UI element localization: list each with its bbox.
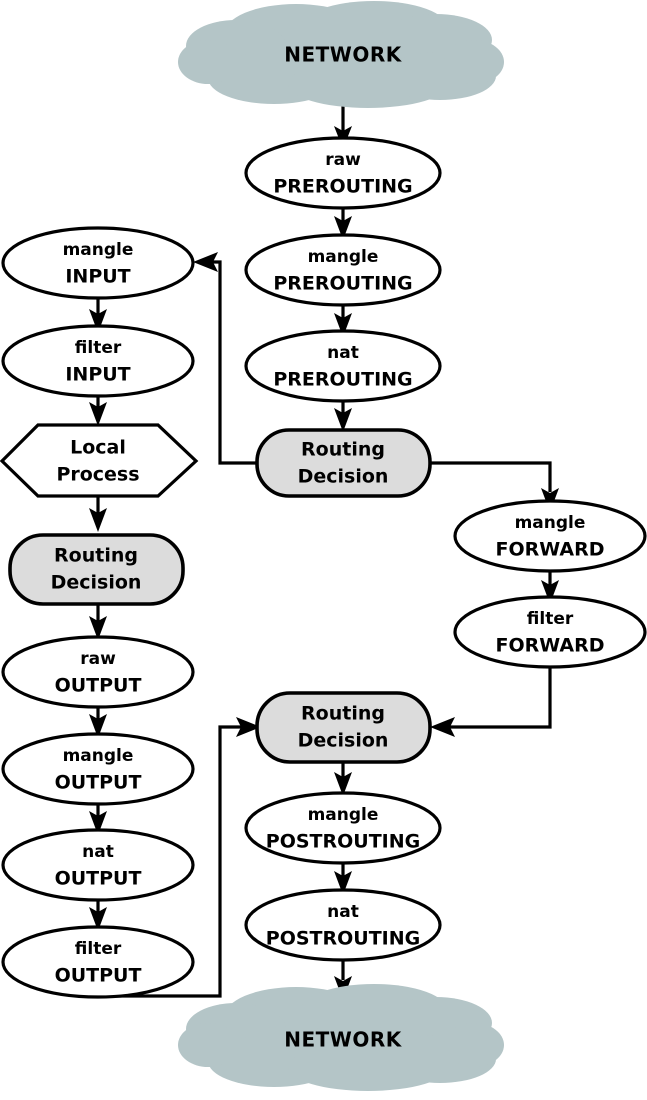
node-mangle-prerouting[interactable]: mangle PREROUTING — [244, 233, 442, 307]
connector-routing-decision-to-mangle-input — [193, 252, 257, 465]
node-mangle-output-table: mangle — [63, 746, 134, 766]
node-filter-forward-chain: FORWARD — [496, 635, 605, 657]
node-raw-prerouting-chain: PREROUTING — [273, 176, 412, 198]
node-nat-output[interactable]: nat OUTPUT — [1, 828, 195, 902]
routing-decision-output-line1: Routing — [54, 545, 138, 567]
routing-decision-postrouting[interactable]: Routing Decision — [255, 691, 432, 764]
connector-raw-to-mangle-prerouting — [334, 207, 352, 240]
connector-filter-input-to-local-process — [89, 395, 107, 426]
node-raw-output-table: raw — [80, 649, 116, 669]
node-mangle-input[interactable]: mangle INPUT — [1, 226, 195, 300]
node-filter-input-table: filter — [75, 338, 122, 358]
node-mangle-output-chain: OUTPUT — [55, 772, 142, 794]
node-mangle-input-table: mangle — [63, 240, 134, 260]
node-nat-output-chain: OUTPUT — [55, 868, 142, 890]
routing-decision-prerouting-line1: Routing — [301, 439, 385, 461]
connector-nat-prerouting-to-routing-decision — [334, 399, 352, 432]
routing-decision-prerouting[interactable]: Routing Decision — [255, 428, 432, 498]
node-filter-input-chain: INPUT — [65, 364, 130, 386]
routing-decision-output-line2: Decision — [51, 572, 142, 594]
node-filter-input[interactable]: filter INPUT — [1, 324, 195, 398]
node-nat-postrouting-table: nat — [327, 902, 359, 922]
connector-routing-decision-to-mangle-postrouting — [334, 762, 352, 796]
cloud-network-bottom: NETWORK — [178, 984, 504, 1091]
node-mangle-forward-chain: FORWARD — [496, 539, 605, 561]
node-nat-prerouting-table: nat — [327, 343, 359, 363]
cloud-network-top: NETWORK — [178, 1, 504, 108]
connector-local-process-to-routing-decision — [89, 496, 107, 532]
routing-decision-prerouting-line2: Decision — [298, 466, 389, 488]
cloud-bottom-label: NETWORK — [284, 1028, 403, 1052]
node-filter-forward[interactable]: filter FORWARD — [453, 595, 647, 669]
node-filter-output[interactable]: filter OUTPUT — [1, 925, 195, 999]
routing-decision-postrouting-line1: Routing — [301, 703, 385, 725]
node-mangle-forward-table: mangle — [515, 513, 586, 533]
node-mangle-prerouting-table: mangle — [308, 247, 379, 267]
node-mangle-forward[interactable]: mangle FORWARD — [453, 499, 647, 573]
node-filter-output-table: filter — [75, 939, 122, 959]
node-raw-prerouting[interactable]: raw PREROUTING — [244, 136, 442, 210]
node-raw-prerouting-table: raw — [325, 150, 361, 170]
connector-filter-output-to-routing-decision — [98, 717, 261, 998]
node-raw-output[interactable]: raw OUTPUT — [1, 635, 195, 709]
connector-routing-decision-to-raw-output — [89, 605, 107, 640]
cloud-top-label: NETWORK — [284, 43, 403, 67]
node-nat-output-table: nat — [82, 842, 114, 862]
node-mangle-postrouting[interactable]: mangle POSTROUTING — [244, 791, 442, 865]
local-process-line1: Local — [70, 437, 126, 459]
node-mangle-output[interactable]: mangle OUTPUT — [1, 732, 195, 806]
node-mangle-input-chain: INPUT — [65, 266, 130, 288]
node-nat-postrouting-chain: POSTROUTING — [266, 928, 420, 950]
connector-mangle-input-to-filter-input — [89, 299, 107, 333]
node-filter-forward-table: filter — [527, 609, 574, 629]
node-raw-output-chain: OUTPUT — [55, 675, 142, 697]
connector-filter-forward-to-routing-decision — [430, 664, 552, 737]
routing-decision-output[interactable]: Routing Decision — [8, 533, 185, 606]
connector-mangle-postrouting-to-nat-postrouting — [334, 862, 352, 895]
routing-decision-postrouting-line2: Decision — [298, 730, 389, 752]
node-filter-output-chain: OUTPUT — [55, 965, 142, 987]
node-nat-prerouting[interactable]: nat PREROUTING — [244, 329, 442, 403]
node-mangle-postrouting-table: mangle — [308, 805, 379, 825]
node-local-process[interactable]: Local Process — [0, 423, 199, 498]
node-mangle-prerouting-chain: PREROUTING — [273, 273, 412, 295]
local-process-line2: Process — [56, 464, 139, 486]
connector-mangle-forward-to-filter-forward — [541, 570, 559, 604]
node-nat-prerouting-chain: PREROUTING — [273, 369, 412, 391]
node-mangle-postrouting-chain: POSTROUTING — [266, 831, 420, 853]
node-nat-postrouting[interactable]: nat POSTROUTING — [244, 888, 442, 962]
